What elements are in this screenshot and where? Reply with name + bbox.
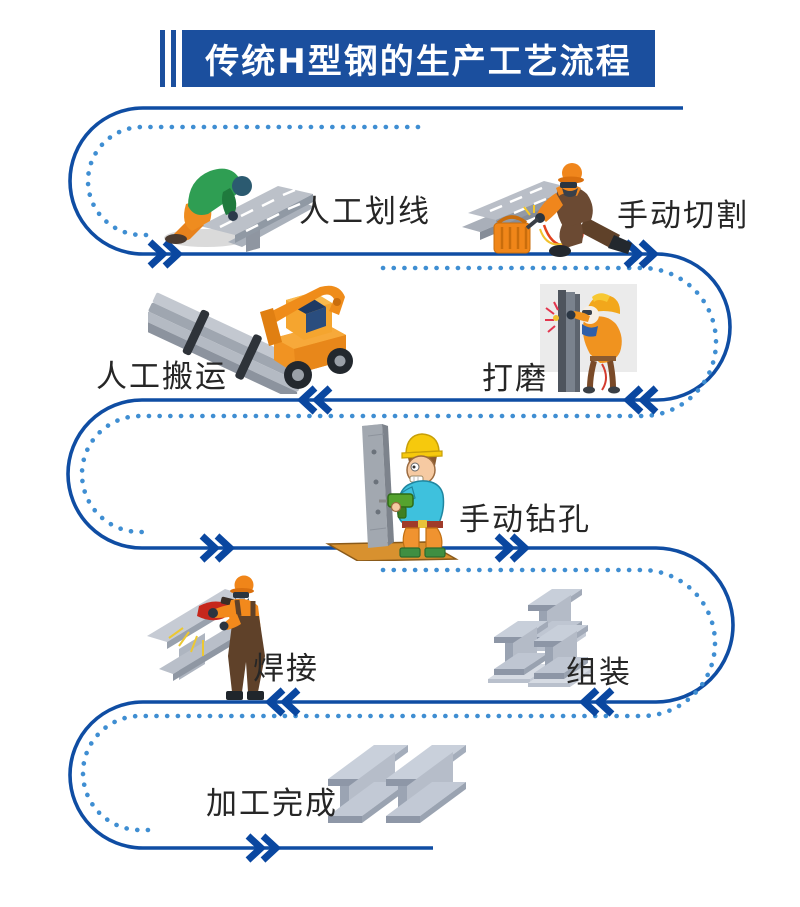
flow-arrow-left <box>264 687 301 717</box>
finished-illustration <box>326 733 468 829</box>
step-label-manual-drilling: 手动钻孔 <box>459 502 591 538</box>
flow-arrow-right <box>147 239 184 269</box>
flow-arrow-right <box>494 533 531 563</box>
loader-carrying-beams-icon <box>140 285 353 400</box>
step-label-finished: 加工完成 <box>206 786 338 822</box>
page-title: 传统H型钢的生产工艺流程 <box>205 42 632 82</box>
handling-illustration <box>140 280 355 400</box>
worker-welding-beam-icon <box>147 575 265 700</box>
step-label-grinding: 打磨 <box>482 361 548 397</box>
step-label-manual-handling: 人工搬运 <box>96 359 228 395</box>
flow-arrow-left <box>578 687 615 717</box>
title-banner: 传统H型钢的生产工艺流程 <box>182 30 655 87</box>
flow-line-solid <box>66 106 735 850</box>
banner-accent-stripe <box>160 30 165 87</box>
step-label-welding: 焊接 <box>253 651 319 687</box>
finished-h-beams-icon <box>328 745 466 823</box>
marking-illustration <box>150 146 315 252</box>
welding-illustration <box>145 570 291 708</box>
flow-arrow-left <box>296 385 333 415</box>
worker-drilling-column-icon <box>325 424 459 562</box>
step-label-assembly: 组装 <box>566 655 632 691</box>
banner-accent-stripe <box>171 30 176 87</box>
worker-marking-beam-icon <box>164 168 315 252</box>
flow-arrow-right <box>199 533 236 563</box>
drilling-illustration <box>322 420 462 562</box>
flow-arrow-right <box>245 833 282 863</box>
step-label-manual-cutting: 手动切割 <box>617 198 749 234</box>
flow-arrow-left <box>622 385 659 415</box>
flow-arrows <box>147 239 660 863</box>
cutting-illustration <box>452 155 634 261</box>
worker-cutting-beam-icon <box>462 163 632 257</box>
worker-grinding-column-icon <box>540 284 637 394</box>
step-label-manual-marking: 人工划线 <box>299 194 431 230</box>
grinding-illustration <box>540 284 637 396</box>
